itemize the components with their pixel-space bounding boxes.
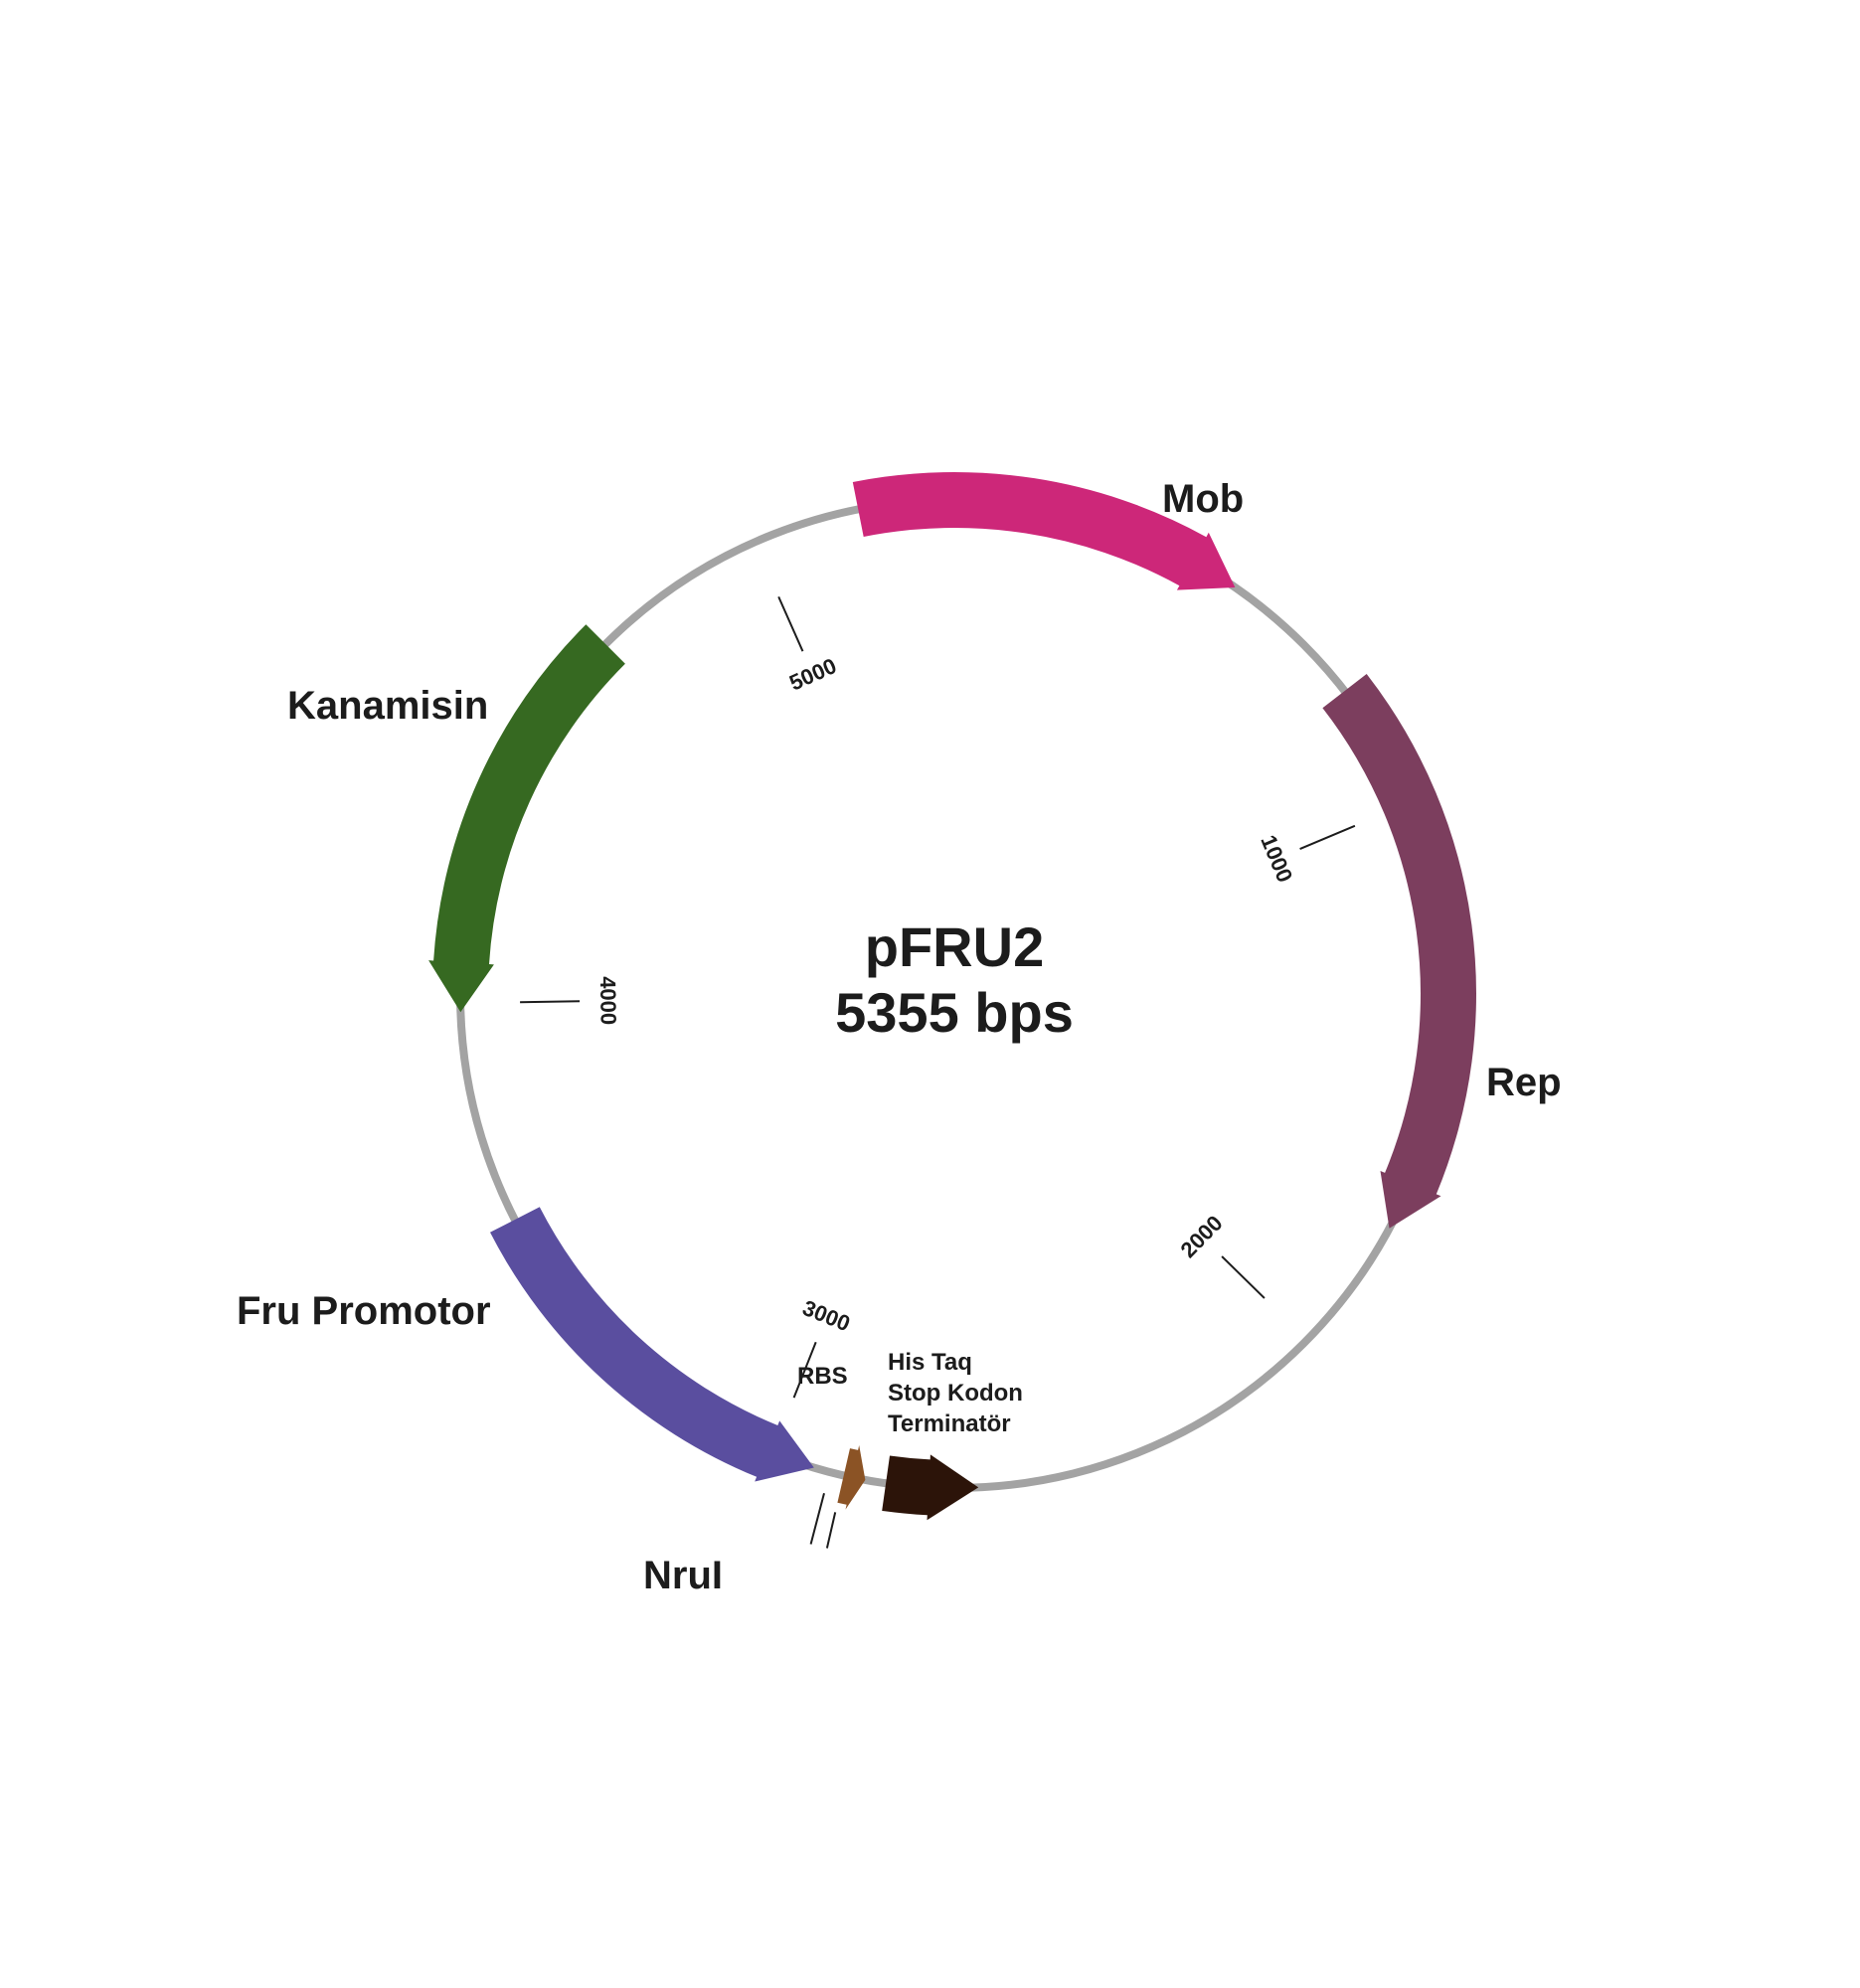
tick-label-5000: 5000: [785, 653, 840, 696]
tick-label-3000: 3000: [799, 1295, 854, 1336]
tick-label-4000: 4000: [595, 976, 621, 1025]
feature-label-rep: Rep: [1486, 1061, 1562, 1104]
rbs-leader-line: [825, 1512, 837, 1549]
tick-mark-2000: [1221, 1255, 1266, 1299]
feature-arrow-his-taq: [882, 1454, 979, 1521]
his-taq-label-line-3: Terminatör: [888, 1410, 1011, 1437]
feature-arrow-fru-promotor: [490, 1207, 814, 1482]
site-marker-nrul: [809, 1492, 825, 1545]
plasmid-size: 5355 bps: [835, 981, 1074, 1044]
plasmid-name: pFRU2: [865, 915, 1044, 978]
tick-mark-1000: [1299, 824, 1356, 851]
feature-arrow-kanamisin: [428, 624, 625, 1013]
tick-mark-4000: [520, 1000, 581, 1004]
feature-label-rbs: RBS: [797, 1363, 848, 1390]
feature-label-kanamisin: Kanamisin: [287, 684, 488, 728]
feature-arrow-rep: [1322, 674, 1476, 1229]
tick-label-1000: 1000: [1256, 831, 1297, 886]
feature-label-mob: Mob: [1162, 477, 1244, 521]
tick-mark-3000: [792, 1341, 817, 1399]
tick-label-2000: 2000: [1176, 1211, 1228, 1262]
site-label-nrul: NruI: [643, 1554, 723, 1597]
features-layer: [428, 471, 1476, 1521]
sites-layer: [809, 1492, 837, 1549]
feature-label-fru-promotor: Fru Promotor: [237, 1289, 491, 1333]
feature-arrow-rbs: [837, 1445, 866, 1510]
his-taq-label-line-1: His Taq: [888, 1349, 972, 1376]
feature-label-his-taq: His Taq Stop Kodon Terminatör: [888, 1349, 1030, 1437]
his-taq-label-line-2: Stop Kodon: [888, 1380, 1023, 1407]
feature-arrow-mob: [852, 471, 1236, 590]
tick-mark-5000: [777, 595, 804, 652]
